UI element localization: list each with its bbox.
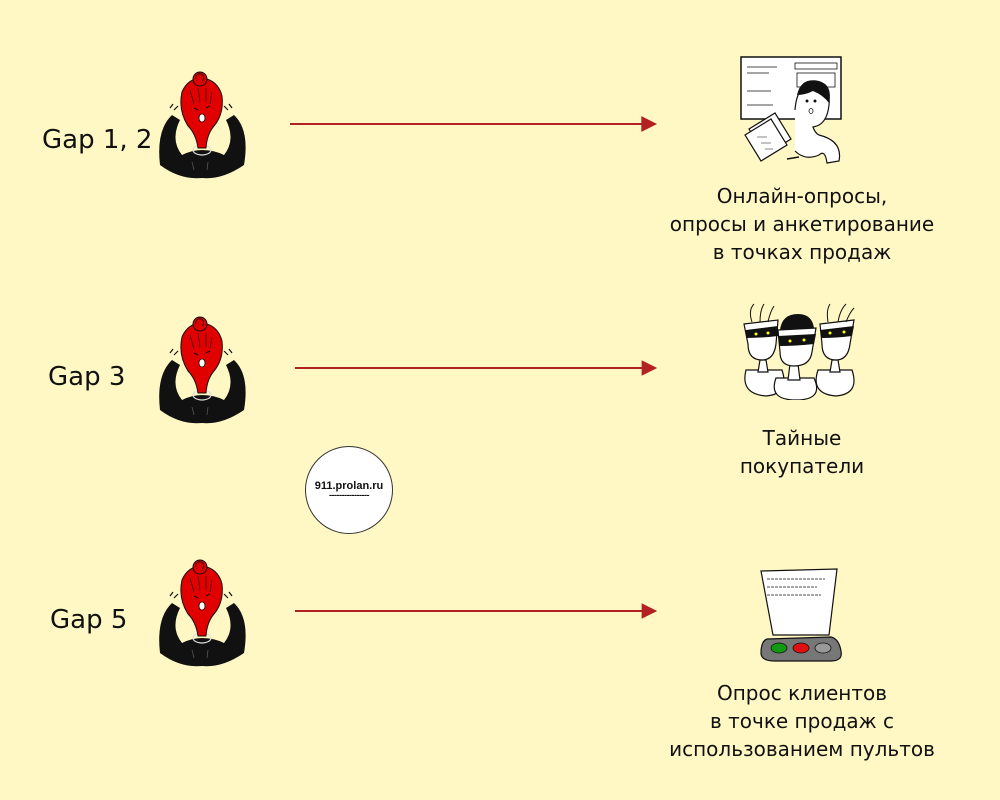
caption-line: опросы и анкетирование xyxy=(669,212,935,236)
stressed-person-icon xyxy=(152,558,252,668)
stressed-person-icon xyxy=(152,70,252,180)
stressed-person-icon xyxy=(152,315,252,425)
watermark-text: 911.prolan.ru xyxy=(314,480,384,492)
gap-label-3: Gap 5 xyxy=(50,605,128,635)
caption-online-surveys: Онлайн-опросы, опросы и анкетирование в … xyxy=(652,182,952,266)
caption-mystery-shoppers: Тайные покупатели xyxy=(652,424,952,480)
caption-line: Онлайн-опросы, xyxy=(716,184,888,208)
gap-label-2: Gap 3 xyxy=(48,362,126,392)
gap-label-1: Gap 1, 2 xyxy=(42,125,153,155)
caption-line: в точках продаж xyxy=(712,240,892,264)
arrow-icon xyxy=(295,601,665,621)
mystery-shoppers-icon xyxy=(743,303,855,400)
caption-line: Тайные xyxy=(762,426,842,450)
caption-line: покупатели xyxy=(739,454,865,478)
survey-person-icon xyxy=(740,56,842,164)
arrow-icon xyxy=(290,114,665,134)
caption-line: использованием пультов xyxy=(669,737,935,761)
caption-console-survey: Опрос клиентов в точке продаж с использо… xyxy=(652,679,952,763)
caption-line: в точке продаж с xyxy=(709,709,895,733)
feedback-console-icon xyxy=(760,568,842,662)
watermark-badge: 911.prolan.ru ---------------- xyxy=(305,446,393,534)
arrow-icon xyxy=(295,358,665,378)
watermark-underline: ---------------- xyxy=(329,490,369,500)
caption-line: Опрос клиентов xyxy=(716,681,888,705)
